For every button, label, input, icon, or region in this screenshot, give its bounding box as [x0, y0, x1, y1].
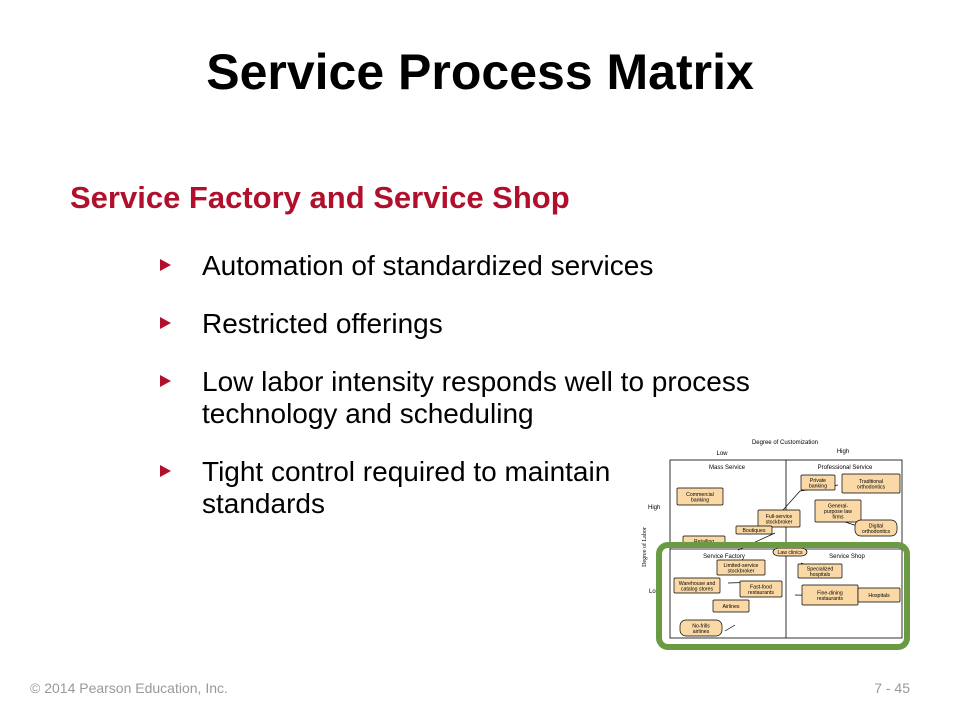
bullet-item: Tight control required to maintain stand… — [160, 456, 622, 520]
bullet-text: Tight control required to maintain stand… — [202, 456, 611, 519]
matrix-box-label: firms — [832, 515, 844, 521]
matrix-box-label: Fast-food — [750, 584, 772, 590]
footer-page-number: 7 - 45 — [874, 680, 910, 696]
matrix-box-label: airlines — [693, 629, 710, 635]
footer-copyright: © 2014 Pearson Education, Inc. — [30, 680, 228, 696]
matrix-box-label: catalog stores — [681, 586, 714, 592]
matrix-boxes: CommercialbankingPrivatebankingTradition… — [673, 473, 901, 637]
matrix-box-label: banking — [691, 497, 709, 503]
matrix-box-label: Private — [810, 478, 826, 484]
quadrant-mass-service: Mass Service — [709, 465, 746, 471]
matrix-box-label: Fine-dining — [817, 590, 843, 596]
service-process-matrix: Degree of Customization Low High High Lo… — [641, 440, 903, 639]
bullet-list: Automation of standardized services Rest… — [160, 250, 820, 546]
matrix-box-label: restaurants — [817, 596, 843, 602]
bullet-text: Low labor intensity responds well to pro… — [202, 366, 750, 429]
bullet-arrow-icon — [160, 259, 171, 271]
x-high-label: High — [837, 449, 849, 455]
matrix-box-label: restaurants — [748, 590, 774, 596]
bullet-item: Restricted offerings — [160, 308, 820, 340]
matrix-box-label: stockbroker — [766, 519, 793, 525]
matrix-box-label: Full-service — [766, 514, 793, 520]
bullet-arrow-icon — [160, 317, 171, 329]
matrix-box-label: orthodontics — [862, 529, 891, 535]
bullet-arrow-icon — [160, 375, 171, 387]
y-low-label: Lo — [649, 589, 656, 595]
bullet-text: Restricted offerings — [202, 308, 443, 339]
matrix-box-label: Hospitals — [868, 593, 890, 599]
matrix-box-label: hospitals — [810, 572, 831, 578]
matrix-box-law-clinics: Law clinics — [772, 547, 808, 557]
matrix-box-label: Law clinics — [777, 550, 802, 556]
matrix-box-hospitals: Hospitals — [857, 587, 901, 603]
bullet-item: Low labor intensity responds well to pro… — [160, 366, 820, 430]
highlight-frame — [656, 542, 910, 650]
bullet-arrow-icon — [160, 465, 171, 477]
matrix-box-label: purpose law — [824, 509, 852, 515]
matrix-box-label: Limited-service — [724, 563, 759, 569]
matrix-box-label: Specialized — [807, 566, 834, 572]
slide-title: Service Process Matrix — [206, 44, 754, 100]
matrix-box-airlines: Airlines — [712, 599, 750, 613]
matrix-box-label: Digital — [869, 523, 883, 529]
quadrant-service-shop: Service Shop — [829, 554, 865, 560]
matrix-box-label: Boutiques — [742, 528, 765, 534]
matrix-box-label: orthodontics — [857, 484, 886, 490]
x-axis-title: Degree of Customization — [752, 440, 818, 446]
matrix-box-label: stockbroker — [728, 568, 755, 574]
matrix-box-label: banking — [809, 483, 827, 489]
matrix-box-boutiques: Boutiques — [735, 525, 773, 535]
matrix-box-label: Airlines — [722, 604, 739, 610]
matrix-box-label: Traditional — [859, 479, 883, 485]
y-high-label: High — [648, 505, 660, 511]
bullet-item: Automation of standardized services — [160, 250, 820, 282]
matrix-box-label: General- — [828, 504, 848, 510]
matrix-box-label: Commercial — [686, 492, 714, 498]
quadrant-service-factory: Service Factory — [703, 554, 745, 560]
matrix-box-label: Warehouse and — [679, 581, 716, 587]
slide-subtitle: Service Factory and Service Shop — [70, 180, 570, 215]
x-low-label: Low — [716, 451, 728, 457]
matrix-box-label: No-frills — [692, 623, 710, 629]
y-axis-title: Degree of Labor — [641, 527, 648, 567]
quadrant-professional-service: Professional Service — [818, 465, 873, 471]
bullet-text: Automation of standardized services — [202, 250, 654, 281]
